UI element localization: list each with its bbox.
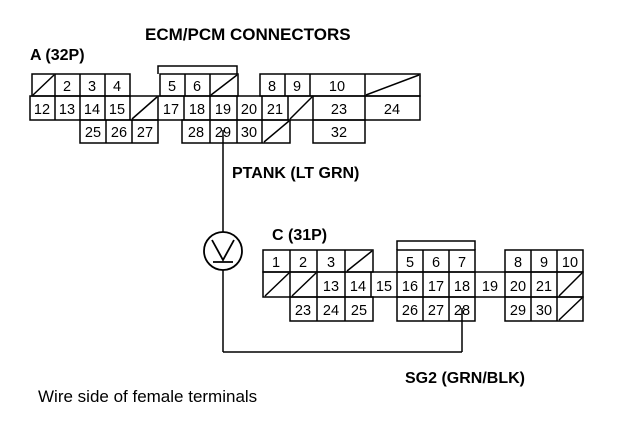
pin-a21: 21 [267,102,283,118]
blank-cavity-slash [365,74,420,96]
blank-cavity-slash [558,297,583,321]
connector-c [262,240,584,322]
pin-a15: 15 [109,102,125,118]
diagram-title: ECM/PCM CONNECTORS [145,25,351,44]
pin-a26: 26 [111,125,127,141]
pin-c30: 30 [536,303,552,319]
pin-c3: 3 [327,255,335,271]
pin-a14: 14 [84,102,100,118]
connector-c-row3-mid-block [396,296,476,322]
voltmeter-icon [203,231,243,271]
pin-a5: 5 [168,79,176,95]
connector-c-pins: 1 2 3 5 6 7 8 9 10 13 14 15 16 17 18 19 … [272,255,578,319]
pin-c15: 15 [376,279,392,295]
wire-label-sg2: SG2 (GRN/BLK) [405,370,525,387]
wire-label-ptank: PTANK (LT GRN) [232,165,359,182]
pin-c24: 24 [323,303,339,319]
connector-c-row3-right-block [504,296,584,322]
pin-c10: 10 [562,255,578,271]
pin-a20: 20 [241,102,257,118]
pin-a32: 32 [331,125,347,141]
pin-c13: 13 [323,279,339,295]
blank-cavity-slash [346,250,373,272]
pin-c25: 25 [351,303,367,319]
pin-a30: 30 [241,125,257,141]
connector-a-row3-mid-block [181,119,291,144]
test-leads [222,130,463,353]
connector-a-row3-right-block [312,119,366,144]
pin-c5: 5 [406,255,414,271]
pin-c9: 9 [540,255,548,271]
pin-a17: 17 [163,102,179,118]
pin-a23: 23 [331,102,347,118]
connector-a-label: A (32P) [30,47,85,64]
blank-cavity-slash [291,272,317,297]
pin-a25: 25 [85,125,101,141]
blank-cavity-slash [210,74,238,96]
blank-cavity-slash [558,272,583,297]
blank-cavity-slash [263,120,290,143]
pin-c18: 18 [454,279,470,295]
pin-c2: 2 [299,255,307,271]
pin-c17: 17 [428,279,444,295]
connector-a-latch [157,65,238,74]
pin-a2: 2 [63,79,71,95]
blank-cavity-slash [264,272,290,297]
pin-a6: 6 [193,79,201,95]
pin-c29: 29 [510,303,526,319]
pin-c8: 8 [514,255,522,271]
pin-a4: 4 [113,79,121,95]
pin-c16: 16 [402,279,418,295]
pin-a18: 18 [189,102,205,118]
connector-c-latch [396,240,476,250]
pin-c23: 23 [295,303,311,319]
pin-a13: 13 [59,102,75,118]
pin-a8: 8 [268,79,276,95]
connector-a-row3-left-block [79,119,159,144]
pin-c6: 6 [432,255,440,271]
connector-a [29,65,421,144]
pin-c27: 27 [428,303,444,319]
pin-a19: 19 [215,102,231,118]
blank-cavity-slash [32,74,55,96]
pin-c7: 7 [458,255,466,271]
pin-c19: 19 [482,279,498,295]
pin-a3: 3 [88,79,96,95]
connector-c-row3-left-block [289,296,374,322]
pin-c14: 14 [350,279,366,295]
pin-c20: 20 [510,279,526,295]
pin-a12: 12 [34,102,50,118]
blank-cavity-slash [131,96,158,120]
pin-c21: 21 [536,279,552,295]
pin-a28: 28 [188,125,204,141]
pin-a9: 9 [293,79,301,95]
connector-c-label: C (31P) [272,227,327,244]
pin-a24: 24 [384,102,400,118]
connector-a-pins: 2 3 4 5 6 8 9 10 12 13 14 15 17 18 19 20… [34,79,400,141]
pin-a27: 27 [137,125,153,141]
pin-c1: 1 [272,255,280,271]
footnote: Wire side of female terminals [38,387,257,406]
pin-a10: 10 [329,79,345,95]
blank-cavity-slash [289,96,313,120]
pin-c26: 26 [402,303,418,319]
